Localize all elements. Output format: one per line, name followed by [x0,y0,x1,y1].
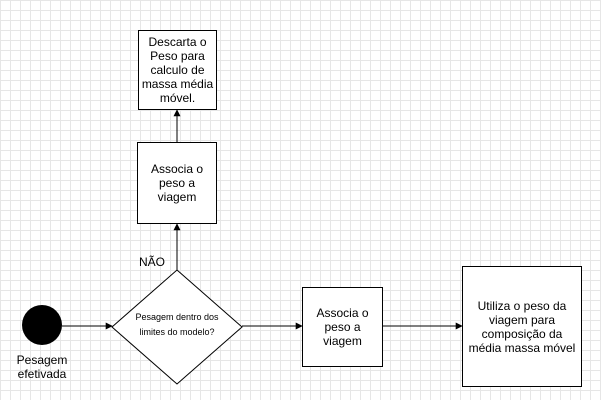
process-box-associa-right: Associa o peso a viagem [302,287,383,367]
decision-label: Pesagem dentro dos limites do modelo? [135,312,219,337]
decision-diamond [111,269,243,385]
start-node [22,305,62,345]
process-box-descarta: Descarta o Peso para calculo de massa mé… [138,30,217,110]
process-box-associa-top: Associa o peso a viagem [137,142,217,224]
process-box-utiliza-label: Utiliza o peso da viagem para composição… [468,298,576,355]
process-box-utiliza: Utiliza o peso da viagem para composição… [462,266,582,387]
process-box-associa-top-label: Associa o peso a viagem [150,162,204,204]
no-branch-label: NÃO [138,255,165,269]
process-box-descarta-label: Descarta o Peso para calculo de massa mé… [141,35,214,105]
start-node-label: Pesagem efetivada [16,353,68,381]
process-box-associa-right-label: Associa o peso a viagem [316,306,369,348]
